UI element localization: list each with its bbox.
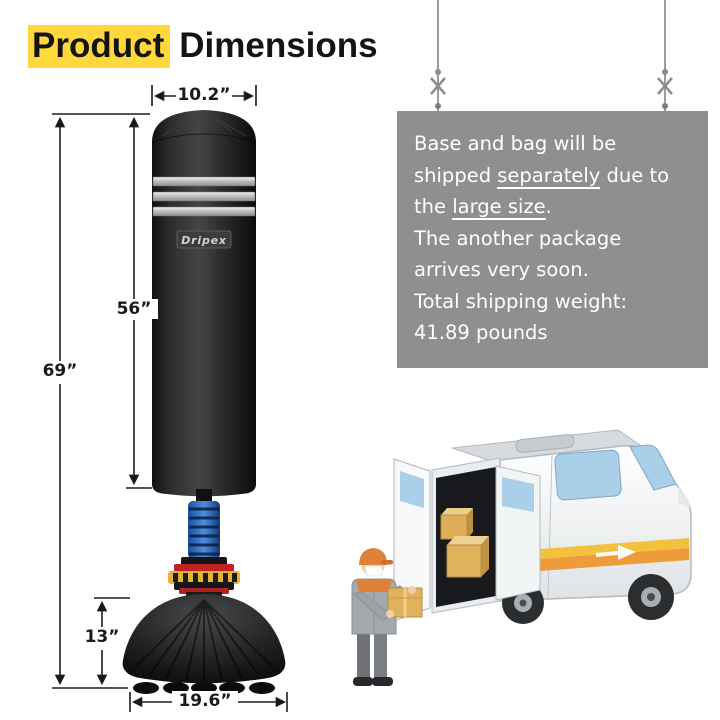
info-line-5: arrives very soon. bbox=[414, 258, 589, 281]
spring-assembly bbox=[188, 489, 220, 559]
rear-door-near-window bbox=[400, 471, 424, 508]
person-shoe-left bbox=[353, 677, 373, 686]
van-side-window bbox=[554, 449, 622, 501]
wire-fitting-right bbox=[657, 69, 673, 109]
dimension-base-height bbox=[94, 597, 130, 686]
dimension-bag-diameter bbox=[151, 85, 257, 106]
dim-label-bag-diameter: 10.2” bbox=[176, 85, 232, 105]
person-mask bbox=[365, 565, 383, 577]
dimension-bag-height bbox=[52, 113, 152, 489]
base-flutes bbox=[133, 599, 275, 682]
info-line-7: 41.89 pounds bbox=[414, 321, 548, 344]
hanging-wires bbox=[430, 0, 673, 112]
van-headlight bbox=[678, 487, 690, 507]
info-line-4: The another package bbox=[414, 226, 622, 250]
stripe-arrow bbox=[596, 545, 636, 560]
brand-label: Dripex bbox=[181, 234, 227, 247]
van-stripe-yellow bbox=[500, 538, 689, 562]
delivery-person-illustration bbox=[351, 548, 423, 686]
underlined-word-separately: separately bbox=[497, 163, 601, 189]
van-roof-vent bbox=[515, 434, 575, 453]
info-line-3: the large size. bbox=[414, 195, 552, 220]
dimension-lines bbox=[52, 85, 288, 712]
dimension-total-height bbox=[52, 116, 128, 689]
info-line-2: shipped separately due to bbox=[414, 163, 670, 189]
underlined-word-large-size: large size bbox=[452, 195, 546, 220]
dim-label-bag-height: 56” bbox=[110, 299, 158, 319]
rear-door-far bbox=[495, 465, 541, 601]
spring-coils bbox=[189, 507, 219, 556]
van-wheel-front bbox=[628, 574, 674, 620]
cargo-box-lower bbox=[446, 536, 489, 578]
wire-fitting-left bbox=[430, 69, 446, 109]
dim-label-base-height: 13” bbox=[78, 627, 126, 647]
cargo-box-upper bbox=[440, 508, 473, 540]
cab-seam bbox=[547, 454, 553, 599]
spring-connector bbox=[196, 489, 212, 502]
punching-bag-illustration: Dripex bbox=[122, 110, 286, 694]
person-leg-right bbox=[374, 634, 387, 680]
dim-label-base-width: 19.6” bbox=[172, 691, 238, 711]
title-highlighted-word: Product bbox=[28, 25, 171, 68]
delivery-van-illustration bbox=[393, 429, 692, 624]
person-cap bbox=[359, 548, 387, 565]
rear-door-far-window bbox=[502, 477, 534, 512]
red-ring bbox=[174, 564, 234, 573]
carried-box bbox=[387, 587, 423, 618]
van-windshield bbox=[629, 444, 677, 491]
title-rest-word: Dimensions bbox=[179, 26, 378, 65]
suction-base bbox=[122, 594, 286, 694]
bag-body bbox=[152, 110, 256, 497]
brand-plate: Dripex bbox=[176, 230, 232, 249]
person-jacket-yoke bbox=[356, 579, 392, 592]
person-cap-brim bbox=[381, 560, 393, 565]
shipping-info-panel: Base and bag will be shipped separately … bbox=[397, 111, 708, 368]
van-stripe-orange bbox=[500, 548, 689, 574]
person-hand-right bbox=[408, 586, 416, 594]
rear-door-near bbox=[393, 458, 431, 622]
info-line-6: Total shipping weight: bbox=[414, 289, 628, 313]
dimension-base-width bbox=[129, 692, 288, 712]
info-line-1: Base and bag will be bbox=[414, 132, 617, 155]
person-shoe-right bbox=[372, 677, 393, 686]
bag-silver-stripes bbox=[152, 176, 256, 217]
ring-stack bbox=[168, 557, 240, 600]
bag-top-pleats bbox=[151, 110, 257, 143]
person-leg-left bbox=[357, 634, 370, 680]
person-hand-left bbox=[386, 610, 394, 618]
dim-label-total-height: 69” bbox=[36, 361, 84, 381]
yellow-ring-dashes bbox=[173, 573, 237, 582]
